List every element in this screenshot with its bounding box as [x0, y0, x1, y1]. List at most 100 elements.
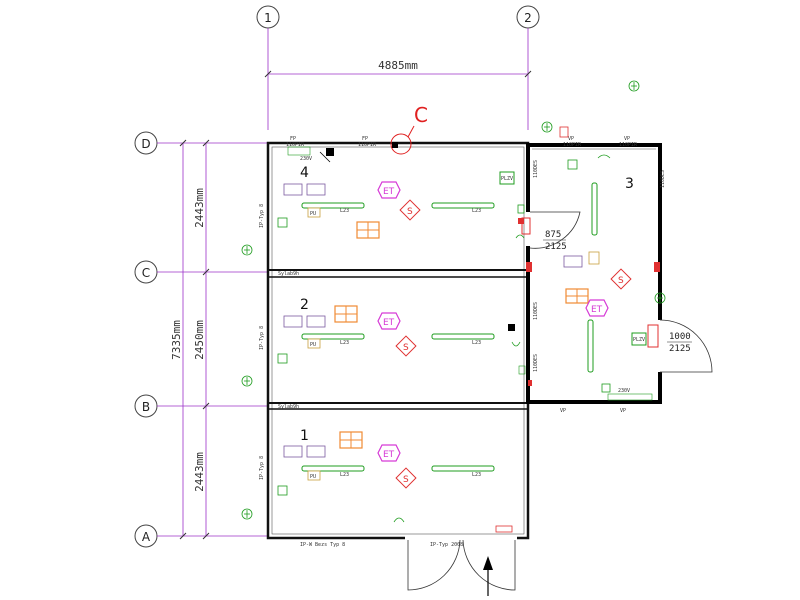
fluorescent-light-icon: [591, 182, 598, 236]
grid-row-label-A: A: [142, 530, 151, 544]
door-swing-icon: [407, 539, 461, 591]
exterior-door: 1000 2125: [647, 319, 713, 373]
side-label-4: 110DES: [533, 354, 539, 372]
switch-symbol-label: S: [403, 475, 409, 485]
switch-symbol-icon: [395, 467, 417, 489]
interior-door-height: 2125: [545, 242, 567, 252]
fp-label-2: FP: [362, 136, 368, 142]
grid-col-label-2: 2: [524, 11, 532, 25]
switch-symbol-icon: [610, 268, 632, 290]
switch-symbol-label: S: [403, 343, 409, 353]
room-2-fixtures: PU L23 L23 ET S IP-Typ 8 Sylab9h: [259, 271, 526, 375]
door-swing-icon: [462, 539, 516, 591]
board-label: PLZV: [501, 176, 513, 182]
exterior-door-width: 1000: [669, 332, 691, 342]
vp-label: VP: [568, 136, 574, 142]
top-dimension: 4885mm: [264, 59, 532, 78]
exterior-door-height: 2125: [669, 344, 691, 354]
room-number-1: 1: [300, 428, 309, 444]
strip-label-2: Sylab9h: [278, 404, 299, 410]
side-label-1: 110DES: [533, 160, 539, 178]
left-dimension-seg-1: 2443mm: [193, 188, 206, 228]
panel-icon: [306, 445, 326, 458]
box-label: L23: [472, 340, 481, 346]
socket-label: PU: [310, 211, 316, 217]
fluorescent-light-icon: [301, 202, 365, 209]
fluorescent-light-icon: [301, 333, 365, 340]
socket-icon: [307, 338, 321, 349]
window-icon: [334, 305, 358, 323]
door-swing-icon: [659, 319, 713, 373]
callout-marker: C: [390, 103, 428, 155]
strip-label-1: Sylab9h: [278, 271, 299, 277]
ground-icon: [541, 121, 553, 133]
fluorescent-light-icon: [431, 333, 495, 340]
socket-icon: [307, 207, 321, 218]
ground-icon: [241, 508, 253, 520]
panel-icon: [563, 255, 583, 268]
window-icon: [565, 288, 589, 304]
room-3-fixtures: S ET PLZV 230V VP 110PIR VP 110PIR VP VP…: [533, 136, 666, 414]
emergency-light-icon: [377, 181, 401, 199]
typ-label-2: IP-Typ 8: [259, 326, 265, 350]
power-label: 230V: [300, 156, 312, 162]
emergency-symbol-label: ET: [383, 187, 395, 197]
left-dimension-total: 7335mm: [170, 139, 187, 540]
switch-symbol-icon: [395, 335, 417, 357]
ground-symbols: [241, 80, 666, 520]
grid-row-C: C: [134, 260, 268, 284]
vp-code: 110PIR: [563, 142, 582, 148]
top-dimension-text: 4885mm: [378, 59, 418, 72]
emergency-light-icon: [585, 299, 609, 317]
left-dimension-seg-2: 2450mm: [193, 320, 206, 360]
window-icon: [356, 221, 380, 239]
vp-label-4: VP: [620, 408, 626, 414]
grid-row-D: D: [134, 131, 268, 155]
emergency-symbol-label: ET: [591, 305, 603, 315]
panel-icon: [283, 445, 303, 458]
window-icon: [339, 431, 363, 449]
callout-label: C: [414, 103, 428, 127]
ground-icon: [241, 244, 253, 256]
emergency-light-icon: [377, 312, 401, 330]
box-label: L23: [340, 208, 349, 214]
fp-label: FP: [290, 136, 296, 142]
board-icon: [631, 332, 647, 346]
ground-icon: [241, 375, 253, 387]
door-swing-icon: [529, 211, 581, 249]
room-number-4: 4: [300, 165, 309, 181]
vp-label-2: VP: [624, 136, 630, 142]
socket-label: PU: [310, 474, 316, 480]
meter-icon: [559, 126, 569, 138]
panel-icon: [306, 183, 326, 196]
bottom-label-2: IP-Typ 2008: [430, 542, 463, 548]
fluorescent-light-icon: [431, 202, 495, 209]
box-label: L23: [472, 208, 481, 214]
grid-row-label-D: D: [141, 137, 150, 151]
emergency-light-icon: [377, 444, 401, 462]
socket-icon: [307, 470, 321, 481]
ground-icon: [654, 292, 666, 304]
board-label: PLZV: [633, 337, 645, 343]
side-label-3: 110DES: [660, 170, 666, 188]
interior-door-width: 875: [545, 230, 561, 240]
fluorescent-light-icon: [431, 465, 495, 472]
typ-label-4: IP-Typ 8: [259, 204, 265, 228]
box-label: L23: [340, 472, 349, 478]
emergency-symbol-label: ET: [383, 318, 395, 328]
entry-door: [405, 536, 517, 596]
board-icon: [499, 171, 515, 185]
switch-symbol-label: S: [618, 276, 624, 286]
box-label: L23: [340, 340, 349, 346]
emergency-symbol-label: ET: [383, 450, 395, 460]
socket-label: PU: [310, 342, 316, 348]
fluorescent-light-icon: [301, 465, 365, 472]
room-4-fixtures: PU L23 L23 ET S PLZV IP-Typ 8 FP 110PIR …: [259, 136, 525, 239]
ground-icon: [628, 80, 640, 92]
box-label: L23: [472, 472, 481, 478]
switch-symbol-icon: [399, 199, 421, 221]
typ-label-1: IP-Typ 8: [259, 456, 265, 480]
grid-row-B: B: [134, 394, 268, 418]
building-walls: [266, 141, 662, 540]
